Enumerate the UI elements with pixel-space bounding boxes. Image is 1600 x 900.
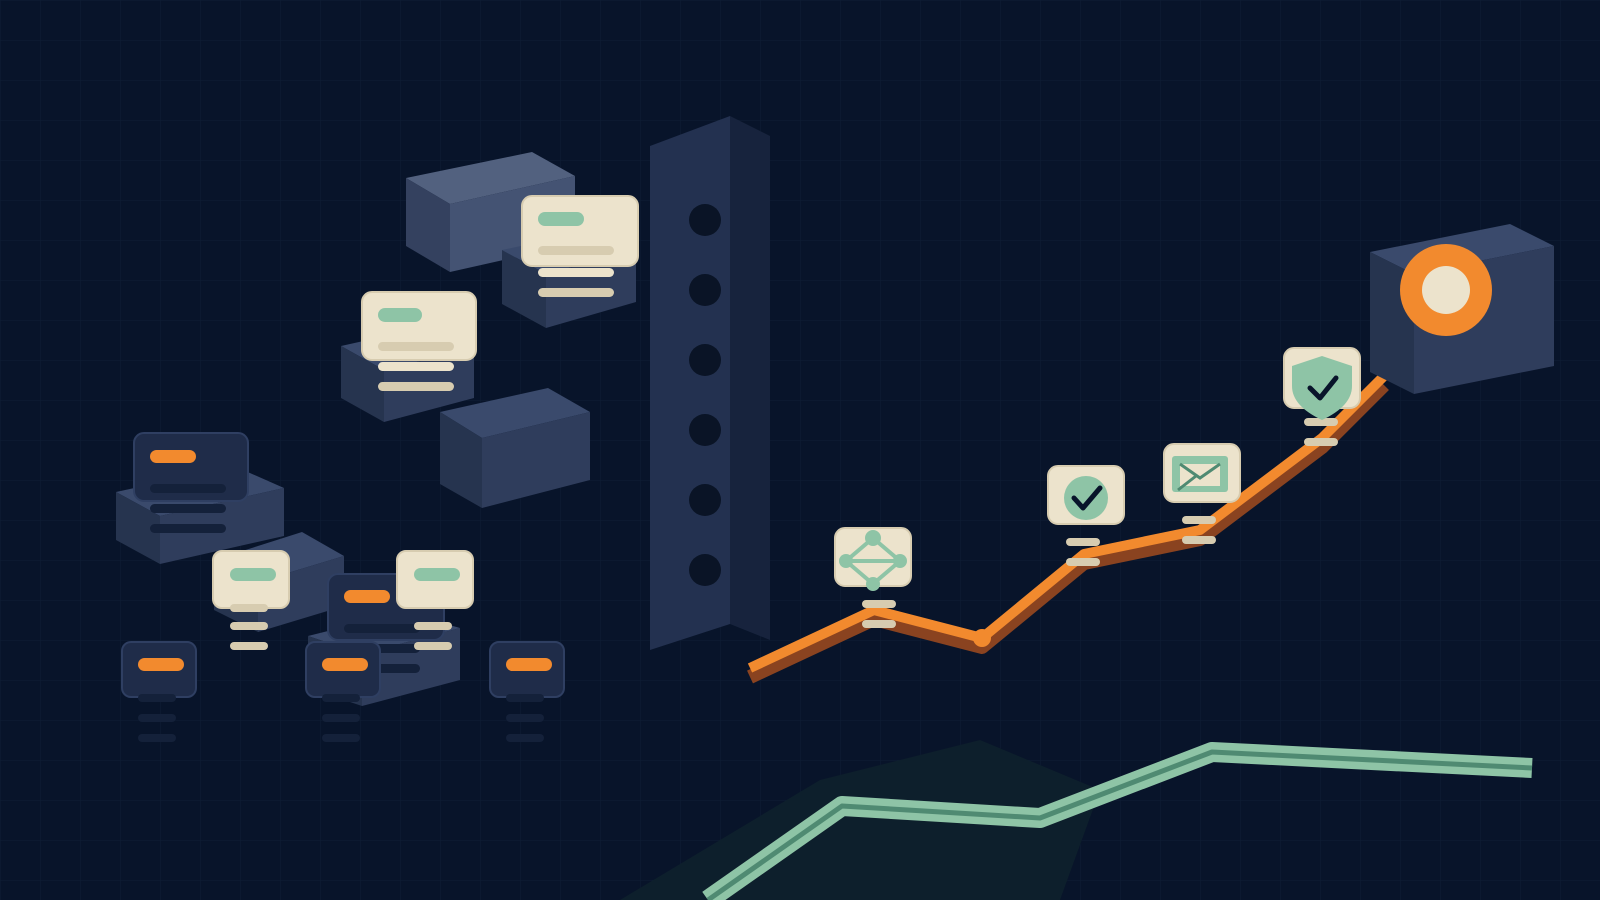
data-card — [489, 641, 565, 742]
pillar-hole — [689, 554, 721, 586]
target-ring-icon — [1400, 244, 1492, 336]
milestone-marker — [1047, 465, 1125, 566]
pillar-hole — [689, 484, 721, 516]
data-card — [521, 195, 639, 297]
pillar-hole — [689, 274, 721, 306]
data-card — [361, 291, 477, 391]
data-card — [396, 550, 474, 650]
data-card — [305, 641, 381, 742]
pillar-hole — [689, 344, 721, 376]
goal-block — [1370, 224, 1554, 394]
shield-check-icon — [1292, 356, 1352, 420]
isometric-block — [440, 388, 590, 508]
pillar-hole — [689, 414, 721, 446]
milestone-marker — [1163, 443, 1241, 544]
mail-icon — [1172, 456, 1228, 492]
milestone-marker — [834, 527, 912, 628]
network-icon — [839, 530, 907, 591]
terrain-shadow — [620, 740, 1100, 900]
left-block-cluster — [116, 152, 639, 742]
milestone-marker — [1283, 347, 1361, 446]
line-node — [973, 629, 991, 647]
data-card — [133, 432, 249, 533]
pillar-hole — [689, 204, 721, 236]
gate-pillar — [650, 116, 770, 650]
data-card — [121, 641, 197, 742]
check-circle-icon — [1064, 476, 1108, 520]
green-path — [702, 742, 1533, 900]
data-card — [212, 550, 290, 650]
